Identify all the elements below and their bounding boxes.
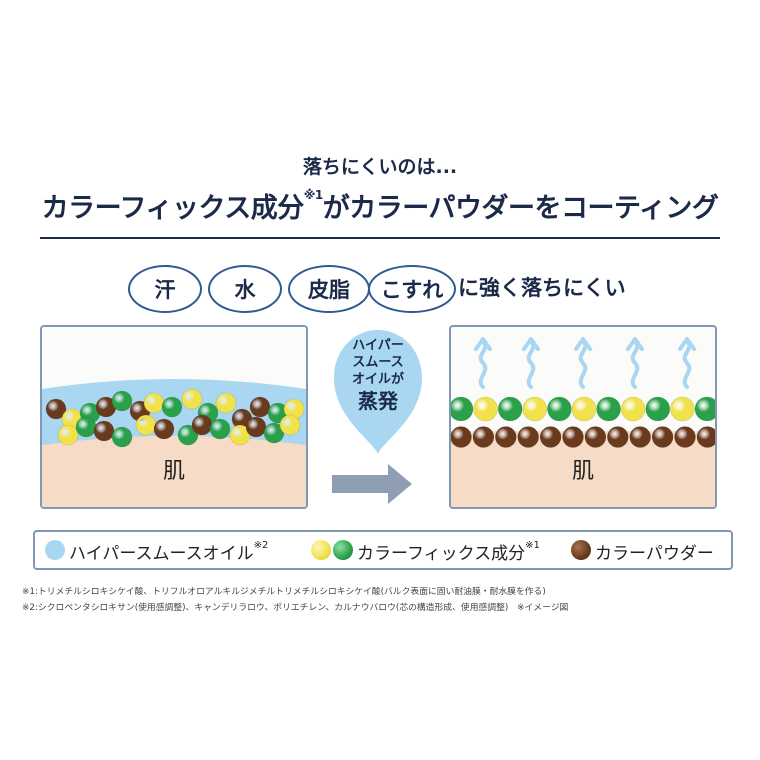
color-powder-particle (517, 426, 539, 448)
headline-part-a: カラーフィックス成分 (41, 193, 305, 224)
balloon-shape (334, 330, 422, 454)
skin-layer (451, 431, 715, 507)
headline-footnote-mark: ※1 (303, 188, 324, 202)
coated-powder-illustration (451, 337, 715, 448)
vapor-wisp-icon (630, 339, 640, 389)
color-powder-particle (153, 418, 175, 440)
color-powder-particle (651, 426, 674, 448)
color-fix-particle (451, 396, 474, 422)
bubble-water: 水 (208, 265, 282, 313)
color-powder-particle (472, 426, 495, 448)
evaporation-line-2: スムース (352, 355, 404, 370)
before-panel: 肌 (40, 325, 308, 509)
color-fix-particle (670, 396, 695, 422)
oil-swatch (45, 540, 65, 560)
legend-oil-mark: ※2 (253, 540, 269, 551)
evaporation-line-4: 蒸発 (358, 389, 398, 413)
skin-label: 肌 (571, 459, 594, 484)
evaporation-line-1: ハイパー (352, 338, 404, 353)
color-fix-particle (645, 396, 671, 422)
vapor-arrowhead-icon (678, 337, 696, 351)
color-powder-particle (674, 426, 696, 448)
color-fix-particle (215, 392, 237, 414)
legend-oil: ハイパースムースオイル※2 (69, 539, 268, 564)
color-powder-particle (45, 398, 67, 420)
color-fix-particle (596, 396, 621, 422)
legend-fix-label: カラーフィックス成分 (357, 544, 526, 564)
legend-fix-mark: ※1 (525, 540, 540, 551)
color-fix-particle (497, 396, 523, 422)
color-fix-particle (57, 424, 79, 446)
color-fix-particle (181, 388, 203, 410)
evaporation-text: ハイパー スムース オイルが 蒸発 (328, 337, 428, 414)
legend: ハイパースムースオイル※2 カラーフィックス成分※1 カラーパウダー (33, 530, 733, 570)
color-powder-particle (93, 420, 115, 442)
color-powder-particle (629, 426, 651, 448)
color-fix-particle (571, 396, 597, 422)
color-fix-particle (694, 396, 715, 422)
color-fix-particle (177, 424, 199, 446)
color-powder-particle (245, 416, 267, 438)
vapor-wisp-icon (526, 339, 536, 389)
color-fix-particle (161, 396, 183, 418)
color-fix-particle (473, 396, 498, 422)
color-fix-particle (620, 396, 646, 422)
evaporation-balloon (334, 330, 422, 454)
bubble-sebum: 皮脂 (288, 265, 370, 313)
color-fix-particle (111, 390, 133, 412)
header-divider (40, 237, 720, 239)
resistance-tagline: に強く落ちにくい (458, 276, 626, 300)
evaporation-line-3: オイルが (351, 372, 404, 387)
vapor-arrowhead-icon (522, 337, 540, 351)
arrow-right-icon (332, 464, 412, 504)
bubble-sweat: 汗 (128, 265, 202, 313)
particle-group (451, 396, 715, 448)
footnote-1: ※1:トリメチルシロキシケイ酸、トリフルオロアルキルジメチルトリメチルシロキシケ… (22, 587, 546, 597)
skin-label: 肌 (162, 459, 185, 484)
powder-swatch (571, 540, 591, 560)
color-fix-particle (522, 396, 548, 422)
color-powder-particle (451, 426, 472, 448)
color-fix-particle (111, 426, 133, 448)
legend-powder-label: カラーパウダー (595, 544, 714, 564)
vapor-arrowhead-icon (574, 337, 592, 351)
vapor-arrowhead-icon (474, 337, 492, 351)
oil-mixture-illustration (42, 379, 306, 448)
color-powder-particle (696, 426, 715, 448)
color-fix-particle (547, 396, 572, 422)
color-fix-particle (135, 414, 157, 436)
color-powder-particle (539, 426, 562, 448)
legend-oil-label: ハイパースムースオイル (69, 544, 254, 564)
legend-fix: カラーフィックス成分※1 (357, 539, 540, 564)
footnote-2: ※2:シクロペンタシロキサン(使用感調整)、キャンデリラロウ、ポリエチレン、カル… (22, 603, 569, 613)
color-fix-particle (209, 418, 231, 440)
color-powder-particle (249, 396, 271, 418)
color-powder-particle (607, 426, 629, 448)
after-panel: 肌 (449, 325, 717, 509)
vapor-group (474, 337, 696, 389)
color-powder-particle (494, 426, 517, 448)
fix-yellow-swatch (311, 540, 331, 560)
skin-layer (42, 431, 306, 507)
intro-text: 落ちにくいのは... (302, 156, 458, 178)
vapor-wisp-icon (578, 339, 588, 389)
color-fix-particle (75, 416, 97, 438)
vapor-wisp-icon (682, 339, 692, 389)
color-powder-particle (562, 426, 584, 448)
particle-group (45, 388, 305, 448)
fix-green-swatch (333, 540, 353, 560)
headline: カラーフィックス成分※1がカラーパウダーをコーティング (0, 186, 760, 225)
bubble-friction: こすれ (368, 265, 456, 313)
color-fix-particle (279, 414, 301, 436)
vapor-arrowhead-icon (626, 337, 644, 351)
headline-part-b: がカラーパウダーをコーティング (322, 193, 719, 224)
color-powder-particle (191, 414, 213, 436)
vapor-wisp-icon (478, 339, 488, 389)
color-powder-particle (584, 426, 607, 448)
color-fix-particle (143, 392, 165, 414)
